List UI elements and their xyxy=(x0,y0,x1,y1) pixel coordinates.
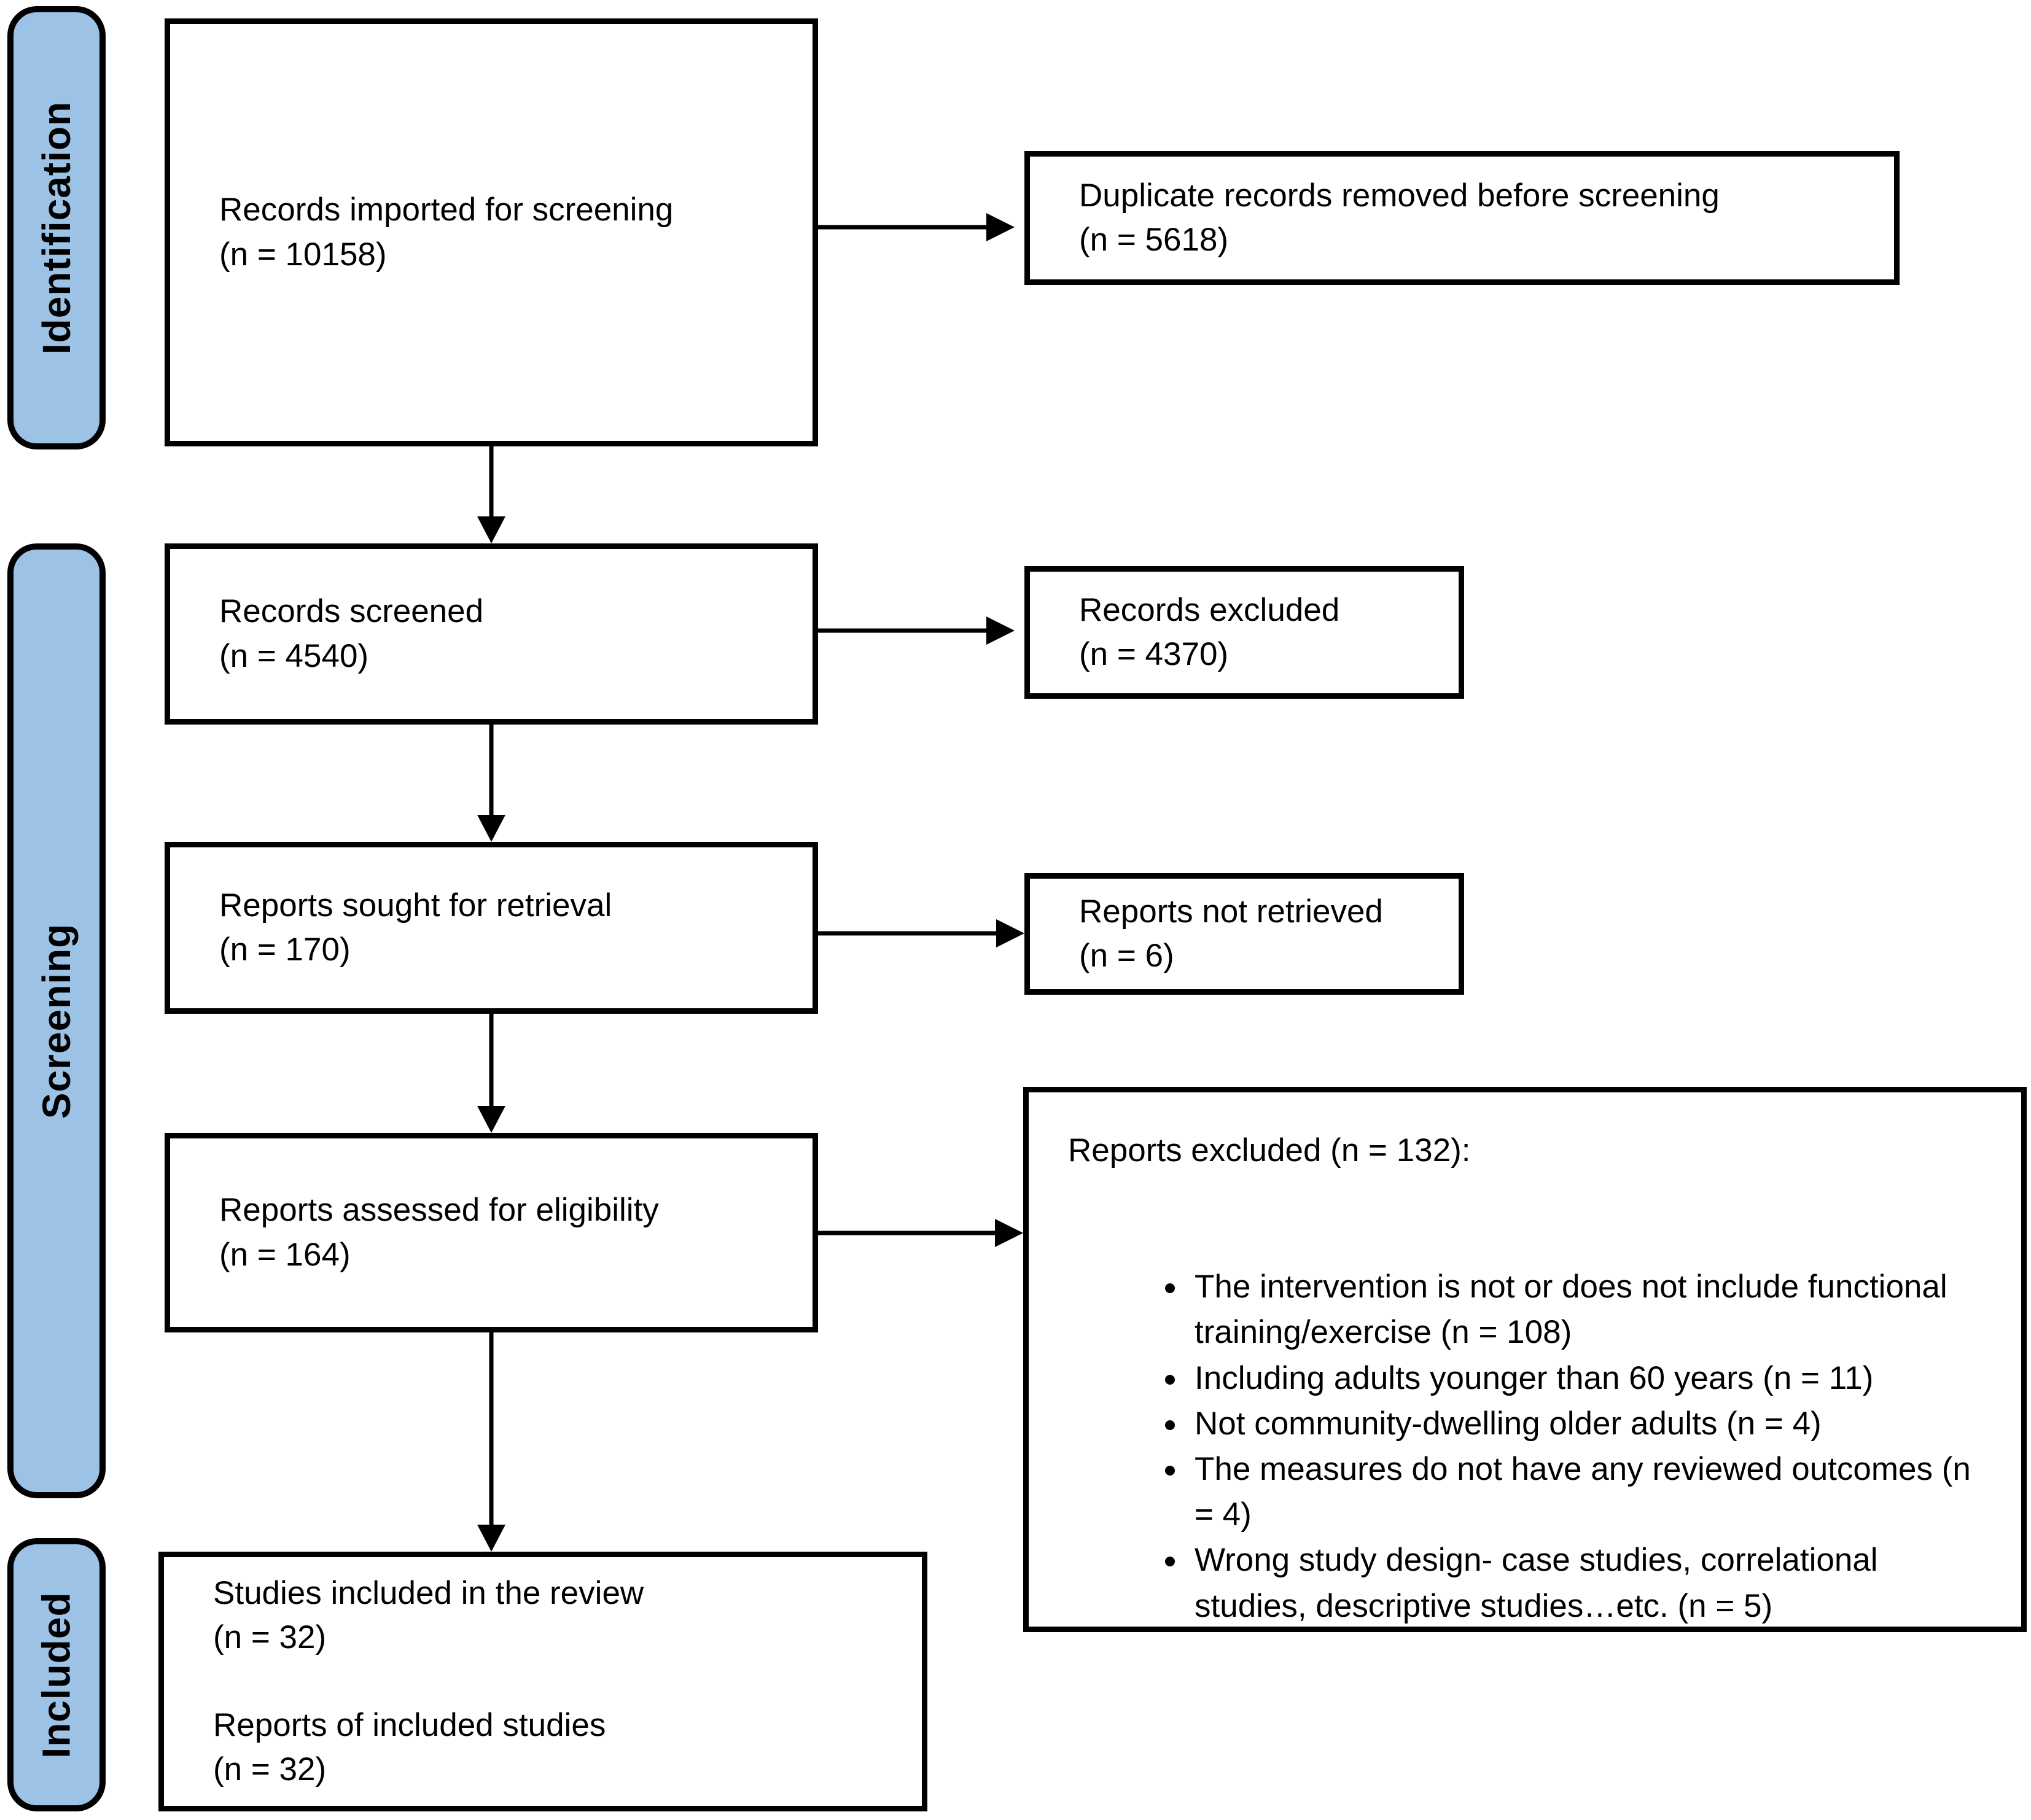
box-text-line: Records excluded xyxy=(1079,591,1340,628)
box-reports-assessed: Reports assessed for eligibility (n = 16… xyxy=(165,1133,818,1332)
box-text-line: (n = 5618) xyxy=(1079,222,1229,258)
box-text-line: Reports sought for retrieval xyxy=(219,887,612,924)
exclusion-reason-item: Not community-dwelling older adults (n =… xyxy=(1188,1401,1993,1447)
box-records-imported: Records imported for screening (n = 1015… xyxy=(165,18,818,446)
stage-identification: Identification xyxy=(7,6,106,449)
paragraph-spacer xyxy=(213,1660,903,1703)
box-reports-excluded: Reports excluded (n = 132): The interven… xyxy=(1023,1087,2027,1632)
stage-screening: Screening xyxy=(7,543,106,1498)
stage-label-screening: Screening xyxy=(34,923,79,1119)
arrow-screened-to-sought xyxy=(477,725,505,842)
box-records-excluded: Records excluded (n = 4370) xyxy=(1024,566,1464,699)
box-text-line: Duplicate records removed before screeni… xyxy=(1079,177,1720,214)
stage-label-identification: Identification xyxy=(34,101,79,355)
box-text-line: Records imported for screening xyxy=(219,192,674,228)
box-text-line: (n = 164) xyxy=(219,1236,351,1273)
arrow-imported-to-duplicates xyxy=(818,213,1015,241)
arrow-sought-to-not-retrieved xyxy=(818,919,1024,947)
box-records-screened: Records screened (n = 4540) xyxy=(165,543,818,725)
box-text-line: (n = 4370) xyxy=(1079,636,1229,672)
box-text-line: (n = 10158) xyxy=(219,236,387,273)
box-text-line: Reports assessed for eligibility xyxy=(219,1192,659,1229)
stage-label-included: Included xyxy=(34,1591,79,1759)
exclusion-reason-item: The measures do not have any reviewed ou… xyxy=(1188,1447,1993,1538)
box-reports-not-retrieved: Reports not retrieved (n = 6) xyxy=(1024,873,1464,995)
box-text-line: (n = 32) xyxy=(213,1619,327,1656)
box-text-line: (n = 32) xyxy=(213,1751,327,1787)
box-studies-included: Studies included in the review (n = 32) … xyxy=(158,1552,927,1811)
box-text-line: (n = 4540) xyxy=(219,637,369,674)
box-text-line: Records screened xyxy=(219,593,484,630)
arrow-assessed-to-reports-excluded xyxy=(818,1219,1023,1247)
reports-excluded-bullet-list: The intervention is not or does not incl… xyxy=(1068,1264,1993,1629)
box-duplicates-removed: Duplicate records removed before screeni… xyxy=(1024,151,1900,285)
arrow-imported-to-screened xyxy=(477,446,505,543)
arrow-assessed-to-included xyxy=(477,1332,505,1552)
reports-excluded-title: Reports excluded (n = 132): xyxy=(1068,1132,1471,1169)
box-reports-sought: Reports sought for retrieval (n = 170) xyxy=(165,842,818,1014)
box-text-line: (n = 170) xyxy=(219,931,351,968)
exclusion-reason-item: The intervention is not or does not incl… xyxy=(1188,1264,1993,1355)
box-text-line: Reports not retrieved xyxy=(1079,893,1383,930)
box-text-line: Reports of included studies xyxy=(213,1706,606,1743)
stage-included: Included xyxy=(7,1538,106,1811)
arrow-screened-to-excluded xyxy=(818,616,1015,645)
box-text-line: (n = 6) xyxy=(1079,938,1174,974)
exclusion-reason-item: Wrong study design- case studies, correl… xyxy=(1188,1538,1993,1628)
arrow-sought-to-assessed xyxy=(477,1014,505,1133)
box-text-line: Studies included in the review xyxy=(213,1575,644,1612)
exclusion-reason-item: Including adults younger than 60 years (… xyxy=(1188,1356,1993,1401)
